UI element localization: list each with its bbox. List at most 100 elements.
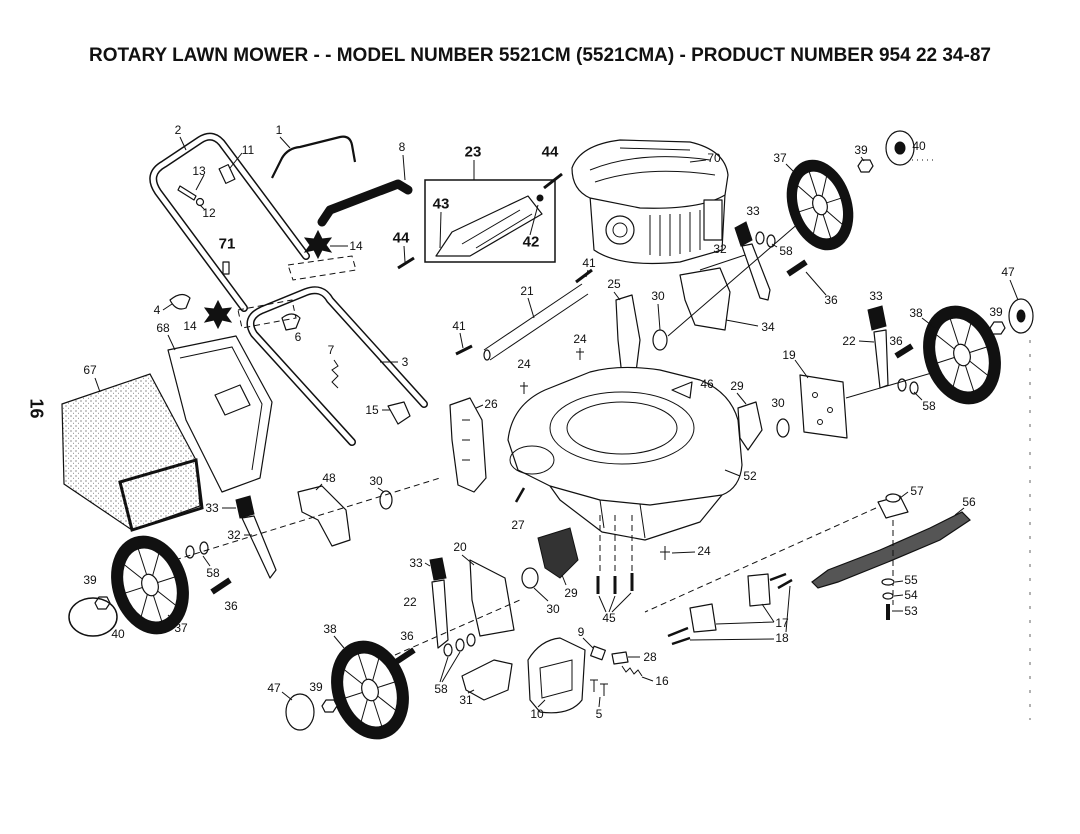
grip-bar [317,154,413,227]
rear-rod [455,268,593,394]
axle-rear [667,221,801,337]
screw-24-b [520,382,528,394]
plate-19-hole-b [827,407,833,413]
label-46 [671,381,693,399]
screws-5 [590,679,608,696]
engine [571,139,729,265]
callout-label: 43 [432,195,450,213]
callout-label: 38 [323,622,337,636]
callout-label: 47 [1001,265,1015,279]
leader-36 [805,271,827,296]
leader-38-front [333,635,345,649]
knob-33 [734,221,753,247]
callout-label: 37 [773,151,787,165]
leader-17 [715,603,775,625]
callout-label: 6 [294,330,302,344]
bag-frame-inner [179,346,263,471]
callout-label: 33 [205,501,219,515]
plate-19-hole-a [812,392,818,398]
callout-label: 24 [573,332,587,346]
axle-right [845,371,936,399]
screw-24-a [576,348,584,360]
upper-handle [149,132,310,312]
height-adjuster-front [394,527,579,683]
wheel-hardware-rear-right [613,130,934,377]
callout-label: 9 [577,625,585,639]
callout-label: 41 [582,256,596,270]
bolt-41-top [575,268,593,284]
lower-handle-tube-fill [247,287,427,445]
callout-label: 12 [202,206,216,220]
callout-label: 37 [174,621,188,635]
leader-52 [724,469,741,477]
engine-muffler [703,199,723,241]
hubcap-47-front [285,693,315,731]
leader-30-left [377,487,385,493]
callout-label: 53 [904,604,918,618]
washer-58 [755,231,765,245]
leader-68 [167,334,176,351]
engine-cover-ridges [589,147,716,183]
hubcap-47-center [1016,309,1026,323]
leader-1 [279,136,291,149]
callout-label: 27 [511,518,525,532]
hub [141,573,159,597]
bolts-18 [667,572,793,646]
leader-22 [858,340,875,343]
leader-37-left [167,614,177,623]
leader-39 [860,156,865,162]
lower-handle [246,286,428,446]
crossbar-outline-lower [237,299,297,329]
nut-39 [857,159,874,173]
leader-58 [771,243,778,248]
engine-lower-body [589,193,726,265]
callout-label: 22 [403,595,417,609]
hub [812,194,828,216]
callout-label: 26 [484,397,498,411]
plate-20 [469,559,515,637]
bracket-25 [615,294,641,377]
mower-deck [449,366,743,560]
washer-58-left-b [199,541,209,555]
leader-20 [461,554,475,566]
callout-label: 24 [517,357,531,371]
height-adjuster-right [736,305,936,451]
leader-19 [794,359,809,379]
grass-bag-body [61,373,201,531]
callout-label: 20 [453,540,467,554]
blade-to-deck [644,507,877,613]
leader-58-front [439,651,461,683]
callout-label: 39 [309,680,323,694]
leader-24 [671,551,696,554]
blade-brackets [667,572,793,646]
bracket-29-front [537,527,579,579]
leader-58-right [913,391,923,401]
leader-43 [439,211,442,249]
plate-19-hole-c [817,419,823,425]
knob-33-left [235,495,255,519]
bolt-71 [222,261,230,275]
hub [953,343,971,367]
spring-7 [331,359,339,389]
rear-flap-ribs [461,209,533,249]
rear-flap-pin-42 [536,194,544,202]
bolt-paths [599,515,633,575]
bag-frame-handle [214,384,251,416]
callout-label: 39 [854,143,868,157]
callout-label: 31 [459,693,473,707]
bag-frame-outline [167,335,273,493]
callout-label: 3 [401,355,409,369]
deck-shell [507,366,743,506]
callout-label: 4 [153,303,161,317]
hubcap-40-center [894,141,906,155]
bracket-29 [737,401,763,451]
callout-label: 34 [761,320,775,334]
leader-70 [689,159,707,163]
leader-21 [527,297,535,319]
callout-label: 38 [909,306,923,320]
screw-24-c [660,546,670,560]
callout-label: 5 [595,707,603,721]
leader-2 [179,136,187,151]
rod-edge-bottom [489,293,589,361]
